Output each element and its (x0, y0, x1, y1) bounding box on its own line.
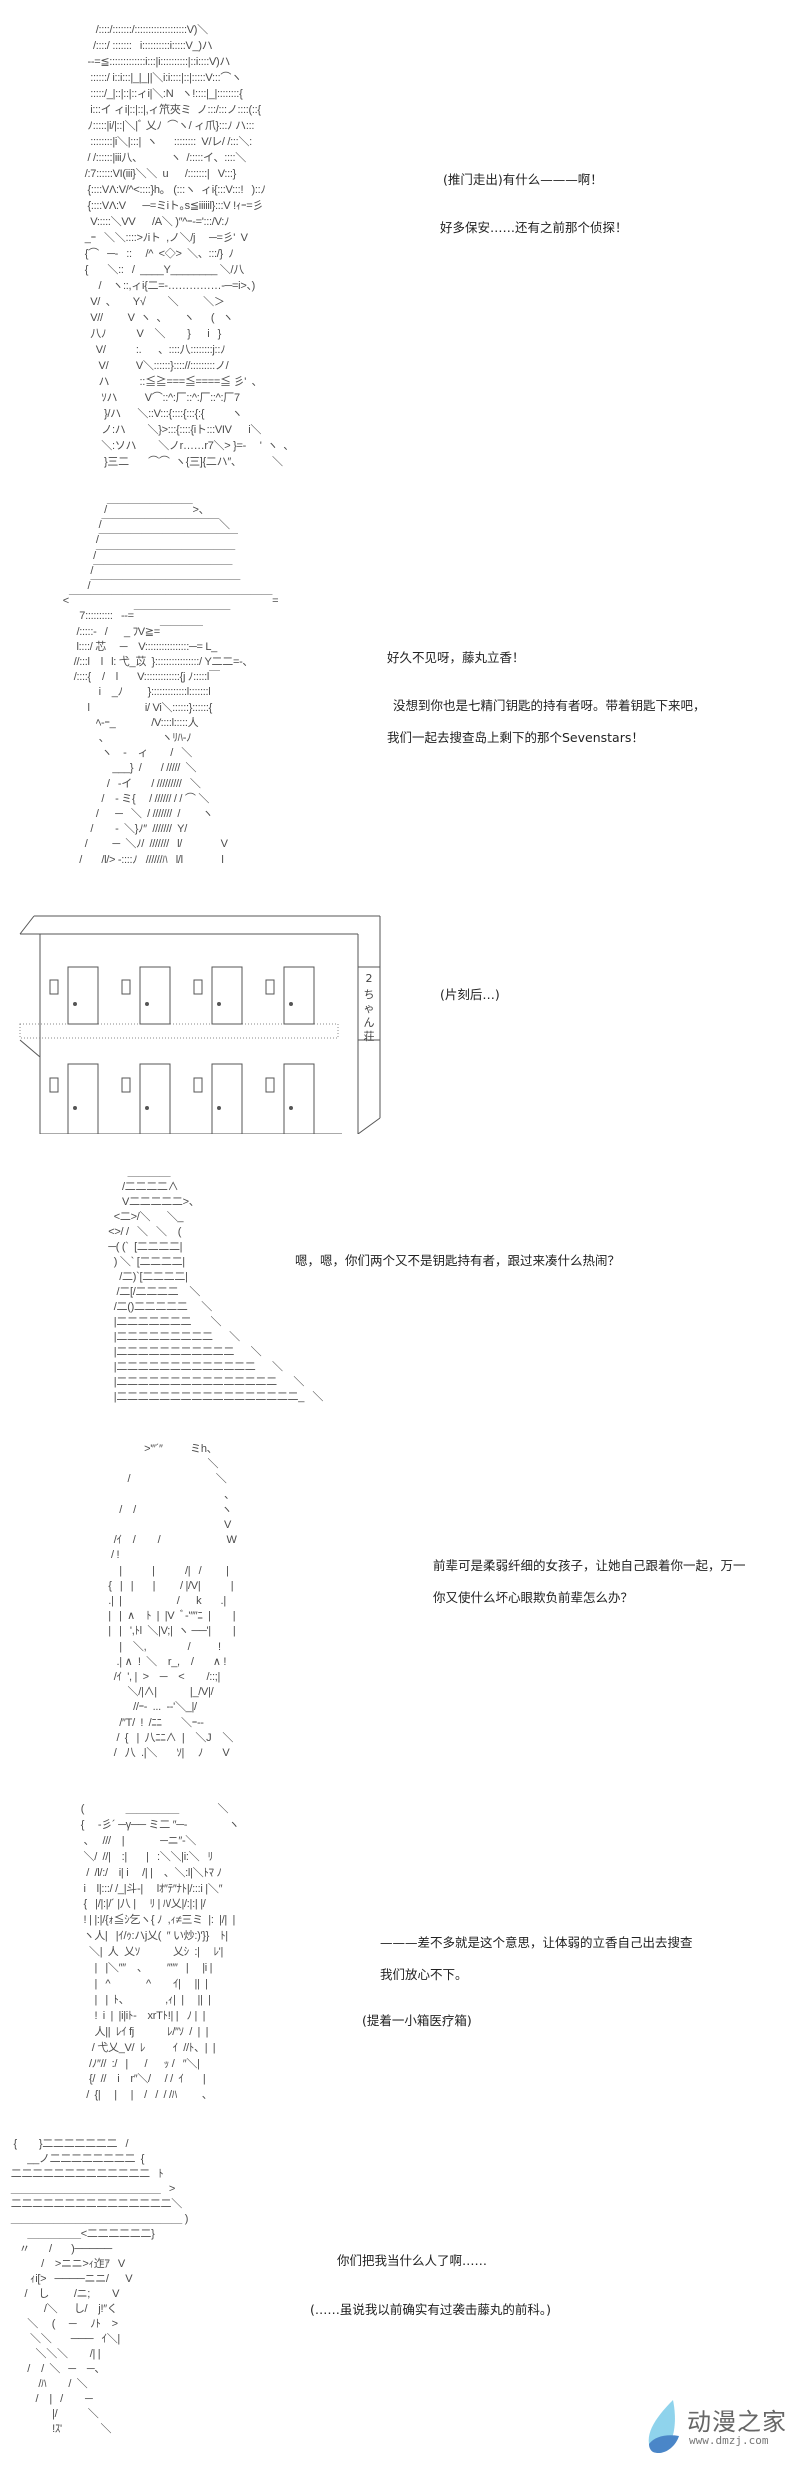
dialogue-line: 我们一起去搜查岛上剩下的那个Sevenstars！ (387, 730, 644, 745)
dialogue-line: ———差不多就是这个意思，让体弱的立香自己出去搜查 (380, 1935, 693, 1950)
leaf-logo-icon (648, 2400, 679, 2454)
sign-char: ん (364, 1016, 375, 1029)
doors-lower (67, 1063, 315, 1134)
narration-line: (提着一小箱医疗箱) (362, 2013, 472, 2028)
ascii-art-apartment-building: 2 ち ゃ ん 荘 (19, 915, 381, 1134)
dialogue-line: (推门走出)有什么———啊！ (443, 172, 603, 187)
dialogue-line: 你们把我当什么人了啊…… (337, 2253, 488, 2268)
sign-char: ゃ (364, 1002, 375, 1015)
ascii-art-character-door: /::::/:::::::/:::::::::::::::::::V)＼ /::… (84, 24, 295, 468)
dialogue-line: 前辈可是柔弱纤细的女孩子，让她自己跟着你一起，万一 (433, 1558, 746, 1573)
sign-char: 2 (366, 972, 373, 985)
watermark-name: 动漫之家 (687, 2408, 787, 2436)
dialogue-line: 好久不见呀，藤丸立香！ (387, 650, 525, 665)
dialogue-line: 没想到你也是七精门钥匙的持有者呀。带着钥匙下来吧， (393, 698, 706, 713)
dialogue-line: 嗯，嗯，你们两个又不是钥匙持有者，跟过来凑什么热闹？ (295, 1253, 621, 1268)
windows (49, 979, 275, 1093)
door-knobs (73, 1002, 293, 1110)
dialogue-line: 你又使什么坏心眼欺负前辈怎么办？ (433, 1590, 634, 1605)
watermark-url: www.dmzj.com (689, 2434, 769, 2447)
doors-upper (67, 966, 315, 1025)
dialogue-line: 好多保安……还有之前那个侦探！ (440, 220, 628, 235)
dialogue-line: (……虽说我以前确实有过袭击藤丸的前科。) (310, 2302, 552, 2317)
ascii-art-detective: /￣￣￣￣￣￣￣￣>、 /￣￣￣￣￣￣￣￣￣￣￣＼ /￣￣￣￣￣￣￣￣￣￣￣￣￣… (62, 504, 279, 866)
dialogue-line: 我们放心不下。 (380, 1967, 468, 1982)
sign-char: ち (364, 988, 375, 1001)
sign-char: 荘 (364, 1030, 375, 1043)
narration-line: (片刻后…) (440, 987, 500, 1002)
ascii-art-girl: >'″´″ ミh、 ＼ / ＼ 、 / / ヽ (108, 1443, 237, 1760)
ascii-art-smiling-character: ( ＿＿＿＿＿ ＼ { -彡´ ─γ── ミ二 ″─- ヽ 、 /// | ─ニ… (80, 1803, 240, 2102)
dmzj-watermark-logo: 动漫之家 www.dmzj.com (645, 2400, 795, 2455)
ascii-art-hat-character: { }二二二二二二二 / __ノ二二二二二二二二 { 二二二二二二二二二二二二二… (10, 2138, 189, 2435)
ascii-art-guard: ＿＿＿＿ /二二二二∧ V二二二二二>、 <二>/＼ ＼_ <>/ / ＼ ＼ … (108, 1166, 324, 1403)
